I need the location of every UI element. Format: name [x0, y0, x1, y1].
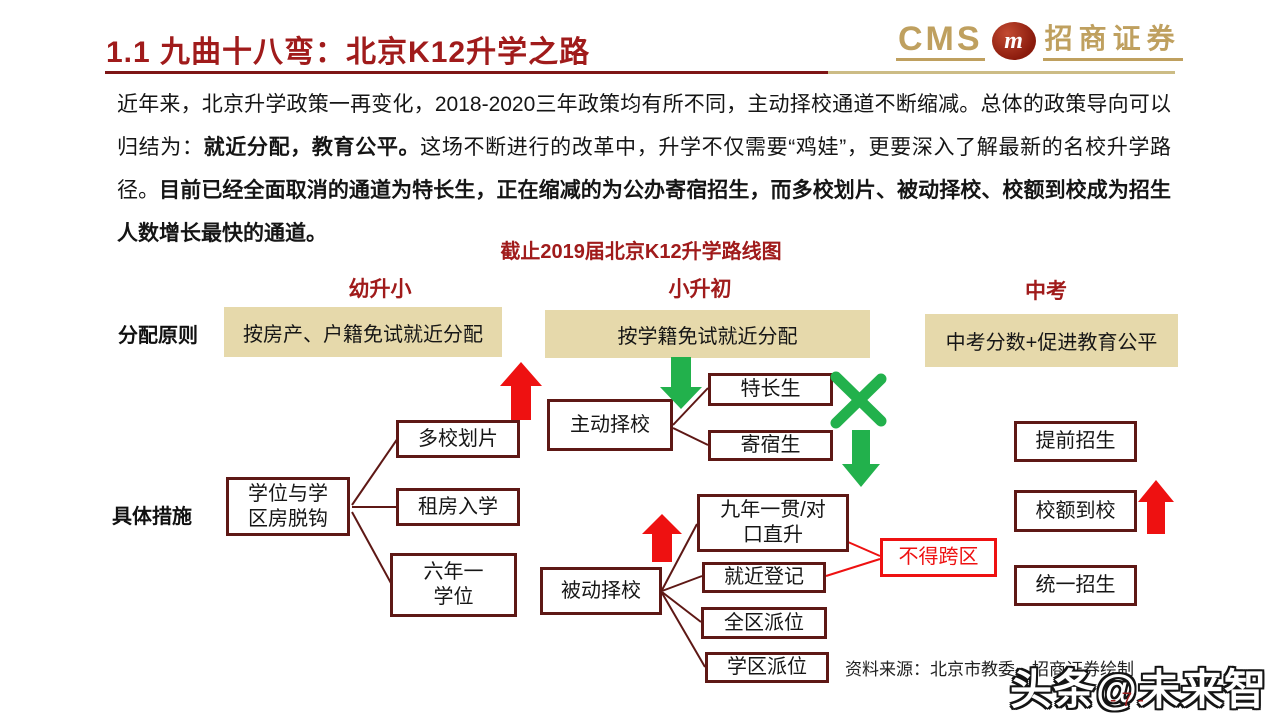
node-quota-to-school: 校额到校 — [1014, 490, 1137, 532]
node-unified-admission: 统一招生 — [1014, 565, 1137, 606]
column-header-zhongkao: 中考 — [1025, 280, 1067, 303]
page-number: - 7 - — [1110, 690, 1144, 711]
node-nearby-registration: 就近登记 — [702, 562, 826, 593]
cms-logo: CMS m 招商证券 — [896, 22, 1183, 61]
principle-box-middle: 按学籍免试就近分配 — [545, 310, 870, 358]
cms-brand-name: 招商证券 — [1042, 22, 1183, 61]
row-label-measures: 具体措施 — [112, 506, 192, 528]
node-special-talent: 特长生 — [708, 373, 833, 406]
node-nine-year-through: 九年一贯/对 口直升 — [697, 494, 849, 552]
watermark: 头条@未来智库 — [1010, 666, 1267, 713]
down-arrow-icon — [842, 430, 880, 487]
principle-box-highschool: 中考分数+促进教育公平 — [925, 314, 1178, 367]
cms-logo-text: CMS — [896, 22, 985, 61]
principle-box-primary: 按房产、户籍免试就近分配 — [224, 307, 502, 357]
intro-seg1: 近年来，北京升学政策一再变化，2018-2020三年政策均有所不同，主动择校通道… — [117, 93, 1171, 159]
node-district-lottery: 全区派位 — [701, 607, 827, 639]
cancelled-x-icon — [830, 371, 887, 429]
up-arrow-icon — [642, 514, 682, 562]
diagram-title: 截止2019届北京K12升学路线图 — [500, 241, 782, 263]
column-header-xiaoshengchu: 小升初 — [668, 278, 732, 301]
node-rental-enrollment: 租房入学 — [396, 488, 520, 526]
column-header-youshengxiao: 幼升小 — [348, 278, 412, 301]
intro-paragraph: 近年来，北京升学政策一再变化，2018-2020三年政策均有所不同，主动择校通道… — [117, 83, 1171, 255]
node-boarding-students: 寄宿生 — [708, 430, 833, 461]
intro-seg3: 这场不断进行的改革中，升学不仅需要“鸡娃”，更要深入了解最新的名校升学路径。 — [117, 136, 1172, 202]
node-decouple-housing: 学位与学 区房脱钩 — [226, 477, 350, 536]
page-title: 1.1 九曲十八弯：北京K12升学之路 — [106, 36, 591, 69]
row-label-principle: 分配原则 — [118, 325, 198, 347]
node-no-cross-district: 不得跨区 — [880, 538, 997, 577]
up-arrow-icon — [1138, 480, 1174, 534]
node-early-admission: 提前招生 — [1014, 421, 1137, 462]
cms-emblem-icon: m — [991, 22, 1036, 60]
node-passive-school-choice: 被动择校 — [540, 567, 662, 615]
source-note: 资料来源：北京市教委，招商证券绘制 — [845, 660, 1134, 679]
up-arrow-icon — [500, 362, 542, 420]
intro-seg2-bold: 就近分配，教育公平。 — [203, 136, 421, 159]
node-active-school-choice: 主动择校 — [547, 399, 673, 451]
title-underline — [105, 71, 828, 74]
node-school-zone-lottery: 学区派位 — [705, 652, 829, 683]
node-six-year-one-slot: 六年一 学位 — [390, 553, 517, 617]
intro-seg4-bold: 目前已经全面取消的通道为特长生，正在缩减的为公办寄宿招生，而多校划片、被动择校、… — [117, 179, 1172, 245]
header-underline-tan — [828, 71, 1175, 74]
node-multi-school-zoning: 多校划片 — [396, 420, 520, 458]
